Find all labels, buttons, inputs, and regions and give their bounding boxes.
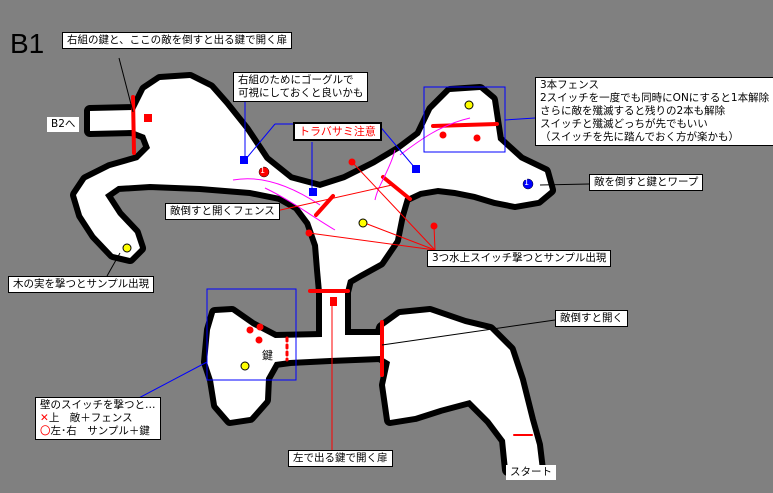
fence3-line: （スイッチを先に踏んでおく方が楽かも） [540, 131, 739, 143]
wall-switch-title: 壁のスイッチを撃つと… [40, 399, 156, 411]
enemy-number: 1 [260, 166, 266, 175]
switch-marker [412, 165, 420, 173]
circle-mark-icon: 〇 [40, 425, 51, 437]
x-mark-icon: ✕ [40, 412, 49, 424]
red-dots [246, 131, 481, 344]
trap-warning: トラバサミ注意 [293, 122, 382, 141]
water-switch-note: 3つ水上スイッチ撃つとサンプル出現 [427, 250, 612, 267]
fence-enemy-note: 敵倒すと開くフェンス [165, 203, 280, 220]
door-top-note: 右組の鍵と、ここの敵を倒すと出る鍵で開く扉 [62, 32, 293, 49]
warp-marker [522, 178, 534, 190]
goggle-note-line: 可視にしておくと良いかも [238, 87, 364, 99]
warp-number: 1 [524, 178, 530, 187]
wall-switch-o: 左･右 サンプル＋鍵 [50, 425, 150, 437]
to-b2-label: B2へ [47, 117, 80, 132]
fence3-line: スイッチと殲滅どっちが先でもいい [540, 118, 708, 130]
switch-marker [240, 156, 248, 164]
wall-switch-note: 壁のスイッチを撃つと…✕上 敵＋フェンス〇左･右 サンプル＋鍵 [35, 397, 161, 440]
floor-title: B1 [10, 28, 45, 59]
chest-marker [330, 297, 337, 306]
barriers [131, 95, 533, 436]
start-label: スタート [506, 465, 556, 480]
hint-lines [106, 57, 590, 450]
markers [122, 100, 534, 371]
item-dots [122, 100, 474, 371]
fence3-line: さらに敵を殲滅すると残りの2本も解除 [540, 105, 726, 117]
wall-switch-x: 上 敵＋フェンス [48, 412, 133, 424]
enemy-open-note: 敵倒すと開く [555, 310, 628, 327]
enemy-marker [258, 166, 270, 178]
nut-note: 木の実を撃つとサンプル出現 [8, 276, 155, 293]
door-bottom-note: 左で出る鍵で開く扉 [288, 450, 393, 467]
chest-marker [144, 114, 152, 122]
fence3-line: 3本フェンス [540, 79, 599, 91]
goggle-note-line: 右組のためにゴーグルで [238, 74, 354, 86]
warp-note: 敵を倒すと鍵とワープ [589, 174, 704, 191]
fence3-line: 2スイッチを一度でも同時にONにすると1本解除 [540, 92, 770, 104]
key-label: 鍵 [262, 349, 273, 362]
switch-marker [309, 188, 317, 196]
goggle-note: 右組のためにゴーグルで可視にしておくと良いかも [233, 72, 369, 102]
